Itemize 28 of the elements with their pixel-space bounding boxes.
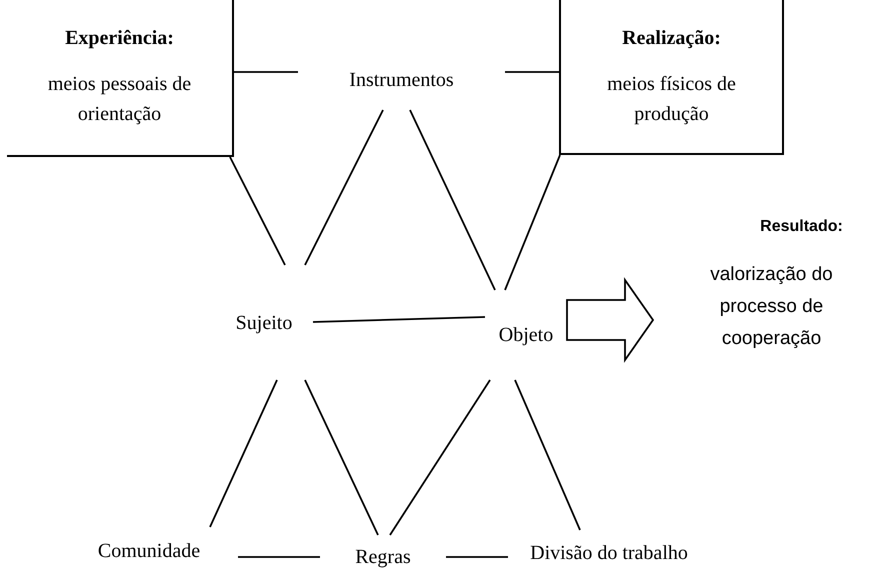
node-label: Sujeito — [236, 310, 292, 336]
text-box — [559, 0, 784, 155]
connector-line — [504, 154, 561, 290]
connector-line — [446, 556, 508, 558]
connector-line — [304, 380, 379, 536]
text-box — [7, 0, 234, 157]
connector-line — [389, 380, 491, 536]
box-text: meios pessoais de orientação — [46, 72, 192, 127]
connector-line — [312, 316, 486, 323]
node-label: Regras — [355, 545, 411, 570]
connector-line — [234, 71, 298, 73]
box-text: meios físicos de produção — [606, 72, 737, 127]
connector-line — [514, 380, 581, 530]
node-label: Divisão do trabalho — [530, 540, 688, 566]
block-arrow — [566, 277, 654, 363]
connector-line — [409, 110, 496, 290]
connector-line — [209, 380, 278, 528]
node-label: Comunidade — [98, 539, 200, 564]
connector-line — [304, 110, 384, 266]
box-heading: Realização: — [622, 26, 721, 51]
box-heading: Experiência: — [65, 26, 174, 51]
node-label: Objeto — [498, 323, 554, 348]
result-heading: Resultado: — [760, 217, 843, 237]
result-text: valorização do processo de cooperação — [709, 263, 834, 351]
connector-line — [229, 156, 286, 266]
node-label: Instrumentos — [349, 68, 454, 93]
connector-line — [505, 71, 559, 73]
connector-line — [238, 556, 320, 558]
